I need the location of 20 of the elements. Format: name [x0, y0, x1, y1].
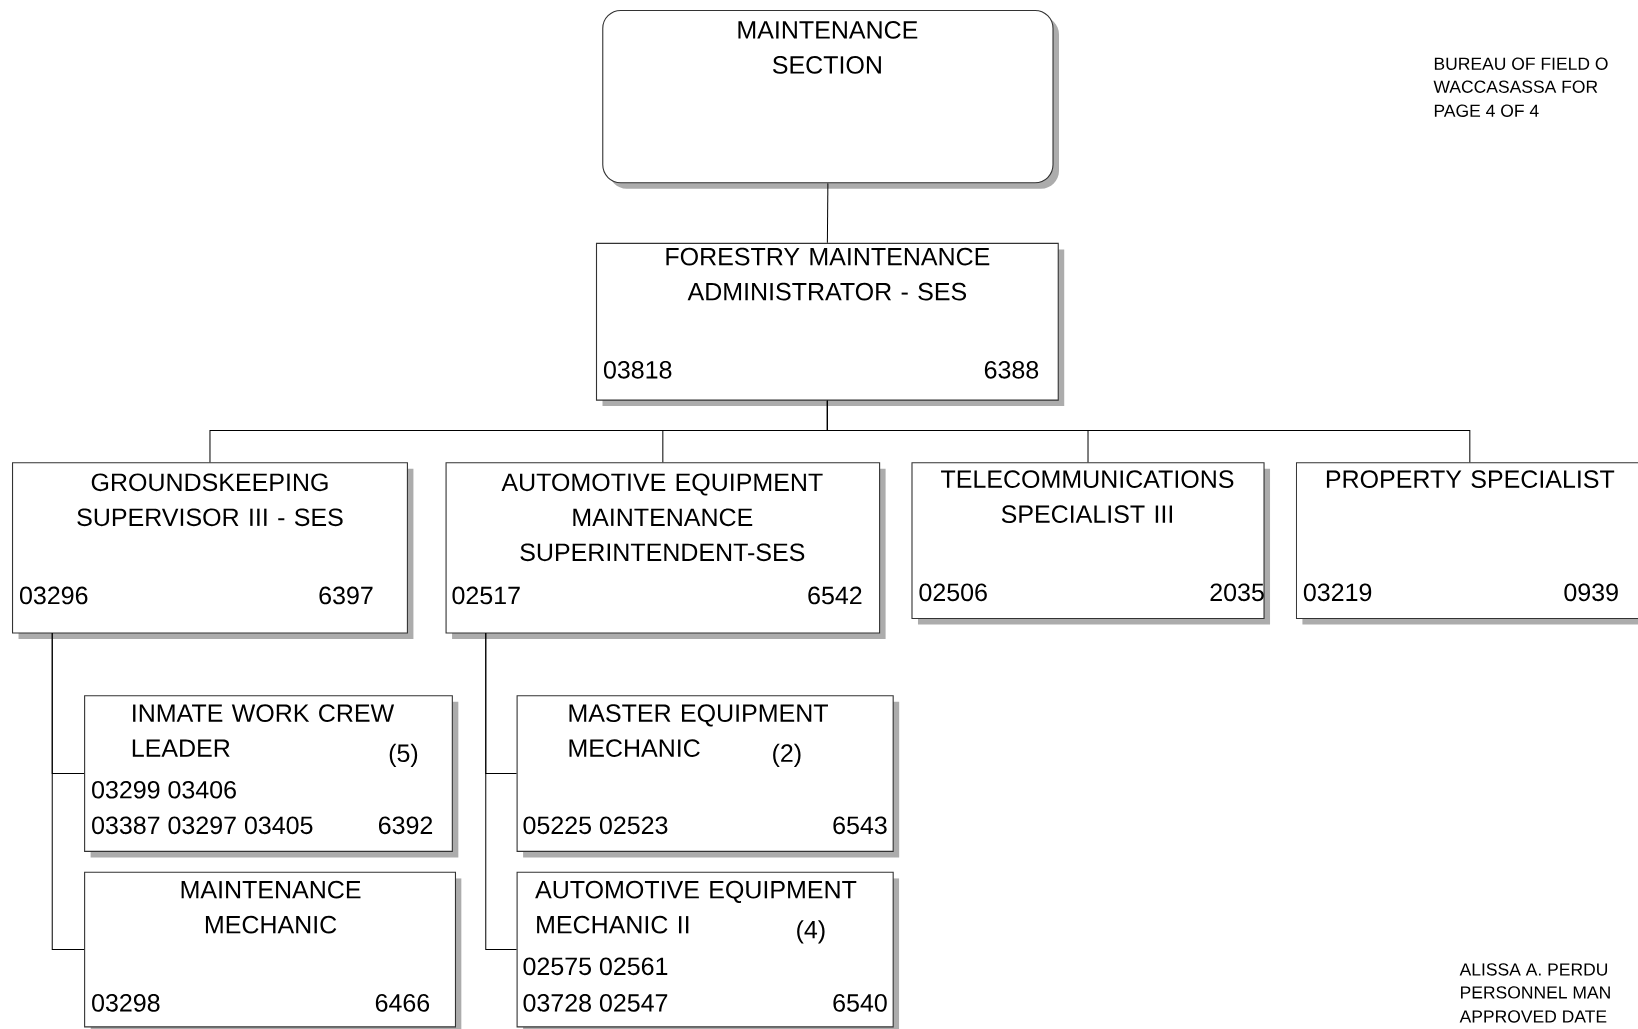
position-box: PROPERTY SPECIALIST 03219 0939 — [1295, 462, 1638, 625]
position-box: MAINTENANCE MECHANIC 03298 6466 — [84, 871, 462, 1029]
position-box: AUTOMOTIVE EQUIPMENT MAINTENANCE SUPERINTENDENT-SES 02517 6542 — [445, 462, 886, 640]
connector-line — [826, 182, 829, 244]
connector-line — [485, 632, 518, 951]
position-box: AUTOMOTIVE EQUIPMENT MECHANIC II (4) 02575 02561 03728 02547 6540 — [516, 871, 900, 1029]
connector-line — [51, 632, 85, 951]
corner-note: PERSONNEL MAN — [1461, 986, 1610, 999]
corner-note: APPROVED DATE — [1459, 1010, 1607, 1023]
corner-note: ALISSA A. PERDU — [1459, 963, 1608, 976]
position-box: INMATE WORK CREW LEADER (5) 03299 03406 03387 03297 03405 6392 — [84, 695, 459, 858]
position-box: TELECOMMUNICATIONS SPECIALIST III 02506 2035 — [911, 462, 1271, 625]
position-box: MASTER EQUIPMENT MECHANIC (2) 05225 02523 6543 — [516, 695, 900, 858]
corner-note: WACCASASSA FOR — [1433, 80, 1598, 93]
corner-note: BUREAU OF FIELD O — [1434, 57, 1608, 70]
position-box: FORESTRY MAINTENANCE ADMINISTRATOR - SES 03818 6388 — [595, 242, 1065, 407]
connector-line — [826, 400, 1471, 463]
position-box: GROUNDSKEEPING SUPERVISOR III - SES 03296 6397 — [11, 462, 414, 640]
corner-note: PAGE 4 OF 4 — [1434, 104, 1539, 117]
title-box: MAINTENANCE SECTION — [602, 9, 1059, 189]
